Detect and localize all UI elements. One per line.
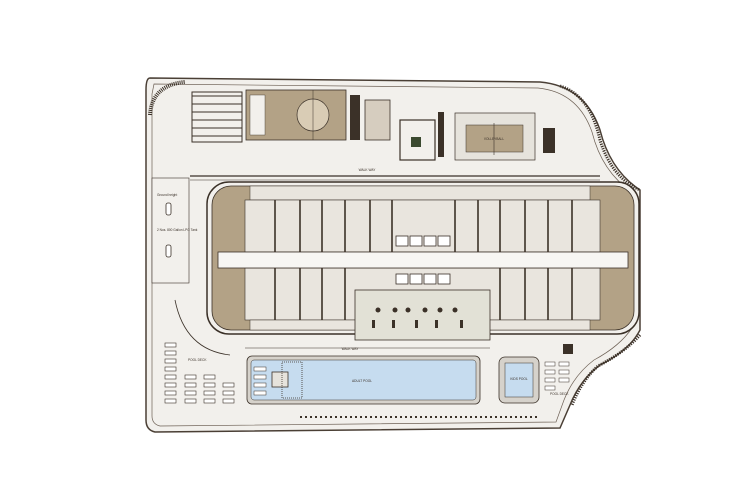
stair-block: [350, 95, 360, 140]
lpg-tank-icon: [165, 202, 172, 216]
parking-area: [191, 91, 243, 143]
volleyball-label: VOLLEYBALL: [484, 137, 504, 141]
utility-room: [364, 99, 391, 141]
walkway-bottom-label: WALK WAY: [342, 347, 360, 351]
corner-stair: [148, 80, 186, 116]
ground-height-label: Ground height: [157, 193, 177, 197]
pool-deck-right: [544, 361, 570, 391]
planter-icon: [563, 344, 573, 354]
adult-pool-label: ADULT POOL: [352, 379, 372, 383]
pool-deck-left-label: POOL DECK: [188, 358, 207, 362]
volleyball-court: VOLLEYBALL: [454, 112, 536, 161]
lobby: [354, 289, 491, 341]
main-building: [206, 181, 640, 341]
walkway-top-label: WALK WAY: [359, 168, 377, 172]
kids-pool-label: KIDS POOL: [510, 377, 527, 381]
kids-pool: KIDS POOL: [498, 356, 540, 404]
basketball-court: [245, 89, 347, 141]
planter-icon: [411, 137, 421, 147]
pool-deck-left: [164, 342, 235, 404]
stair-block: [438, 112, 444, 157]
lpg-area: [151, 177, 190, 284]
lpg-tank-icon: [165, 244, 172, 258]
site-boundary-inner: [151, 83, 633, 427]
bench: [543, 128, 555, 153]
adult-pool: ADULT POOL: [246, 355, 481, 405]
lpg-tank-label: 2 Nos. 800 Gallon LPG Tank: [157, 228, 198, 232]
pool-deck-right-label: POOL DECK: [550, 392, 569, 396]
plant-room: [399, 119, 436, 161]
